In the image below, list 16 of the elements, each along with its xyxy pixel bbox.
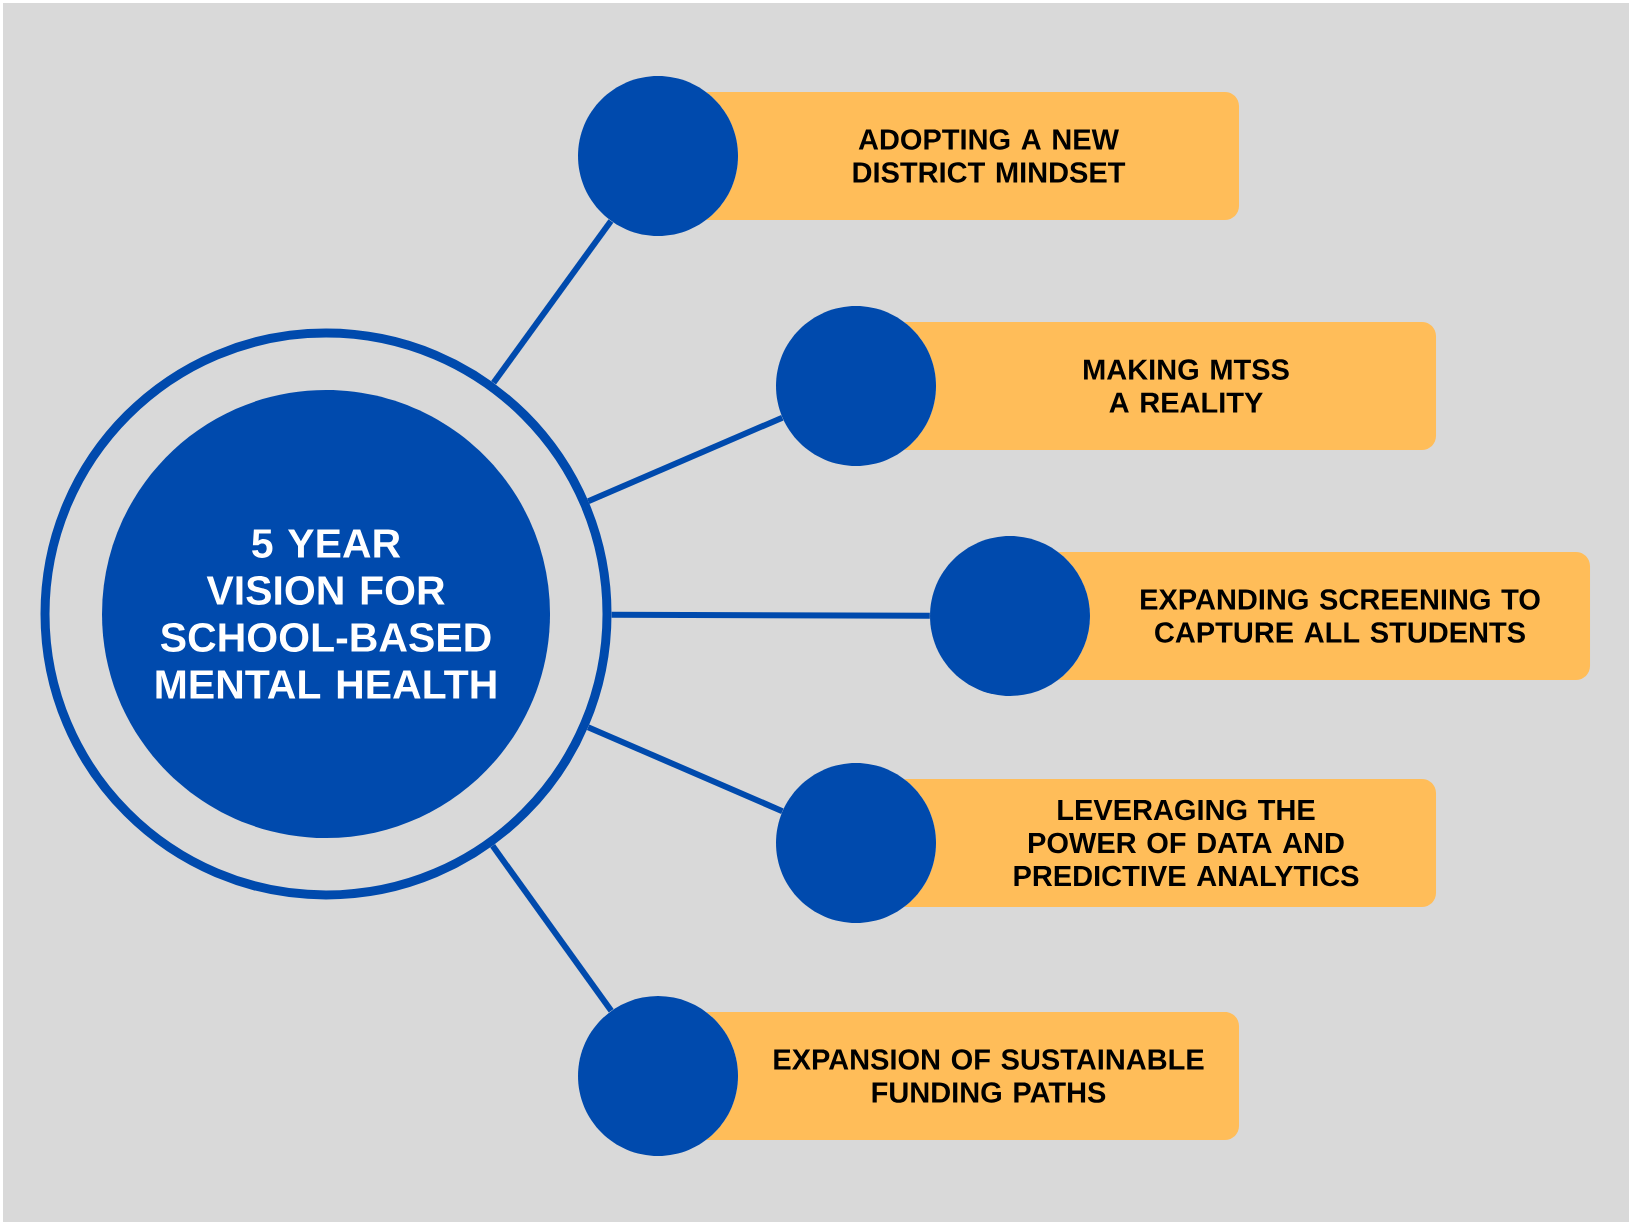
label-box: ADOPTING A NEW DISTRICT MINDSET [706,92,1239,220]
label-box: LEVERAGING THE POWER OF DATA AND PREDICTIVE ANALYTICS [904,779,1436,907]
connector-line [490,844,614,1013]
dot-circle [776,763,936,923]
ring [40,328,612,900]
connector-line [586,724,784,814]
dot-circle [776,306,936,466]
connector-line [491,219,614,385]
label-box: MAKING MTSS A REALITY [904,322,1436,450]
label-box: EXPANDING SCREENING TO CAPTURE ALL STUDENTS [1058,552,1590,680]
dot-circle [930,536,1090,696]
dot-circle [578,76,738,236]
connector-line [587,414,784,504]
connector-line [611,611,930,619]
label-box: EXPANSION OF SUSTAINABLE FUNDING PATHS [706,1012,1239,1140]
dot-circle [578,996,738,1156]
